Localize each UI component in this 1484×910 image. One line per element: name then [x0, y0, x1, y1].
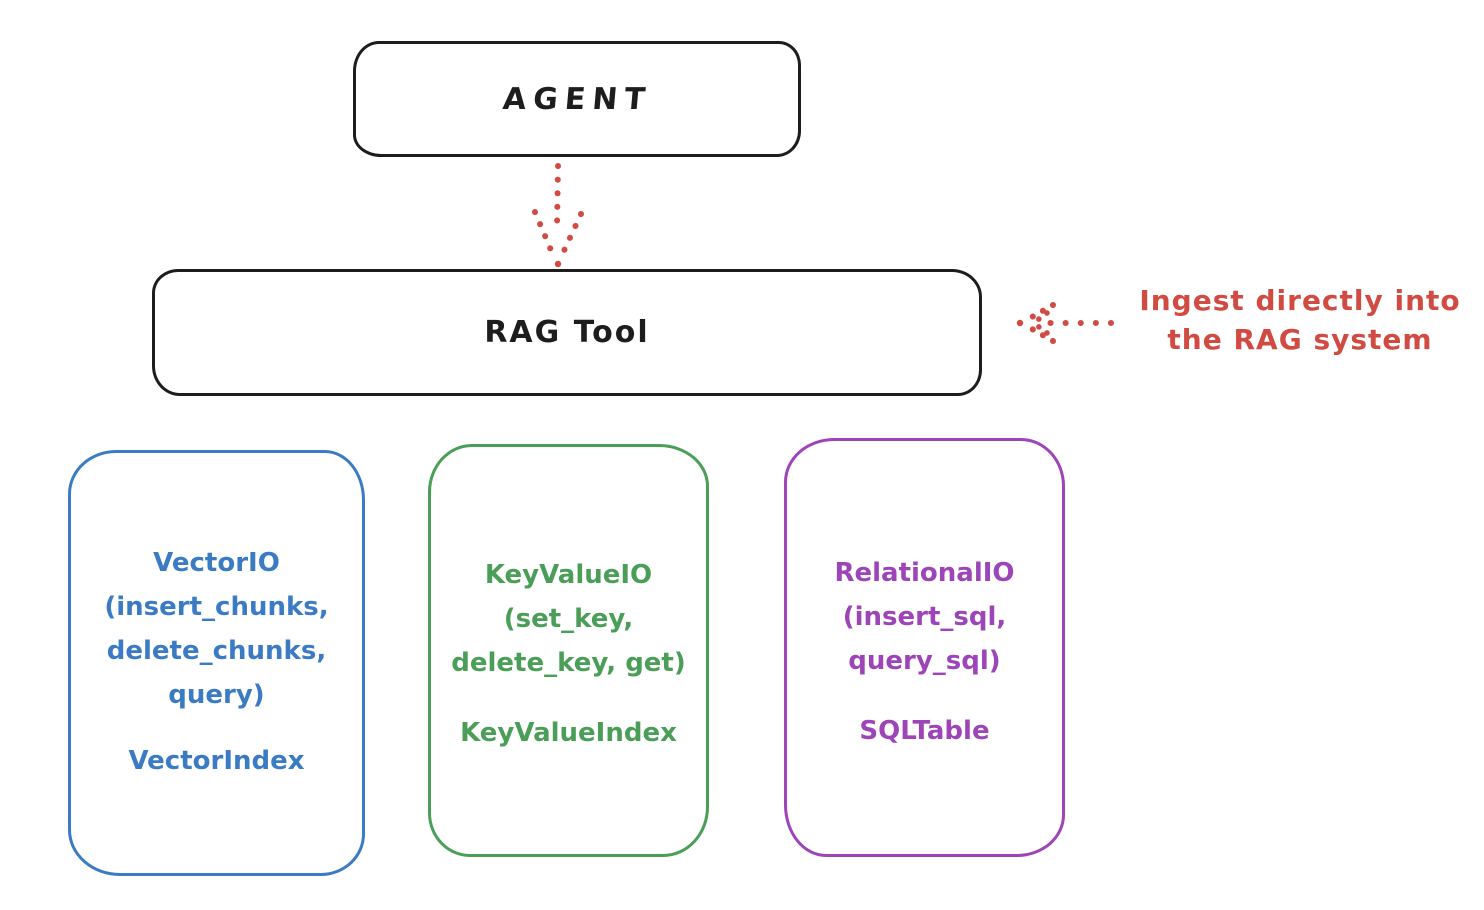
vector-index-label: VectorIndex: [128, 746, 305, 776]
dotted-arrow-down-icon: [532, 163, 584, 268]
dotted-arrow-left-icon: [1016, 302, 1114, 344]
relational-io-signature: RelationalIO (insert_sql, query_sql): [787, 551, 1062, 683]
relational-io-box: RelationalIO (insert_sql, query_sql) SQL…: [784, 438, 1065, 857]
keyvalue-io-box: KeyValueIO (set_key, delete_key, get) Ke…: [428, 444, 709, 857]
agent-label: AGENT: [501, 81, 653, 117]
vector-io-box: VectorIO (insert_chunks, delete_chunks, …: [68, 450, 365, 876]
vector-io-line: (insert_chunks,: [104, 592, 329, 622]
keyvalue-io-line: KeyValueIO: [484, 560, 653, 590]
relational-io-line: query_sql): [848, 646, 1001, 676]
vector-io-line: query): [168, 680, 265, 710]
sql-table-label: SQLTable: [859, 716, 990, 746]
keyvalue-io-signature: KeyValueIO (set_key, delete_key, get): [431, 553, 706, 685]
ingest-annotation-line2: the RAG system: [1167, 323, 1433, 356]
rag-tool-label: RAG Tool: [484, 315, 650, 350]
ingest-annotation-line1: Ingest directly into: [1139, 284, 1461, 317]
ingest-annotation: Ingest directly into the RAG system: [1122, 281, 1478, 359]
relational-io-line: (insert_sql,: [842, 602, 1007, 632]
relational-io-line: RelationalIO: [834, 558, 1015, 588]
vector-io-line: delete_chunks,: [106, 636, 327, 666]
keyvalue-io-line: delete_key, get): [451, 648, 686, 678]
vector-io-line: VectorIO: [153, 548, 280, 578]
vector-io-signature: VectorIO (insert_chunks, delete_chunks, …: [71, 541, 362, 717]
rag-tool-box: RAG Tool: [152, 269, 982, 396]
agent-box: AGENT: [353, 41, 801, 157]
keyvalue-index-label: KeyValueIndex: [460, 718, 677, 748]
keyvalue-io-line: (set_key,: [503, 604, 634, 634]
